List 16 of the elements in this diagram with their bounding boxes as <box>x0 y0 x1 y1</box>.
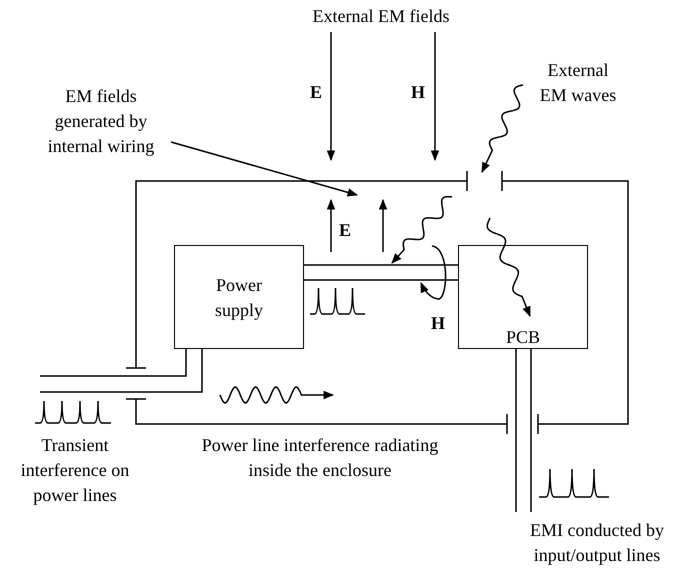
node-label: Power supply <box>214 274 264 322</box>
label: EMI conducted by input/output lines <box>529 519 665 567</box>
pcb-box <box>458 245 588 349</box>
cable <box>303 264 459 281</box>
label: Power line interference radiating inside the enclosure <box>200 434 440 482</box>
label: External EM waves <box>538 59 618 107</box>
field-symbol: E <box>338 219 352 242</box>
leader-line <box>170 141 358 196</box>
field-symbol: E <box>308 81 323 104</box>
label: Transient interference on power lines <box>20 434 130 507</box>
leader-text: EM fields generated by internal wiring <box>31 84 171 159</box>
label: External EM fields <box>312 5 450 28</box>
power-supply-box <box>174 245 304 349</box>
field-symbol: H <box>410 81 426 104</box>
node-label: PCB <box>504 326 542 349</box>
field-symbol: H <box>430 312 446 335</box>
